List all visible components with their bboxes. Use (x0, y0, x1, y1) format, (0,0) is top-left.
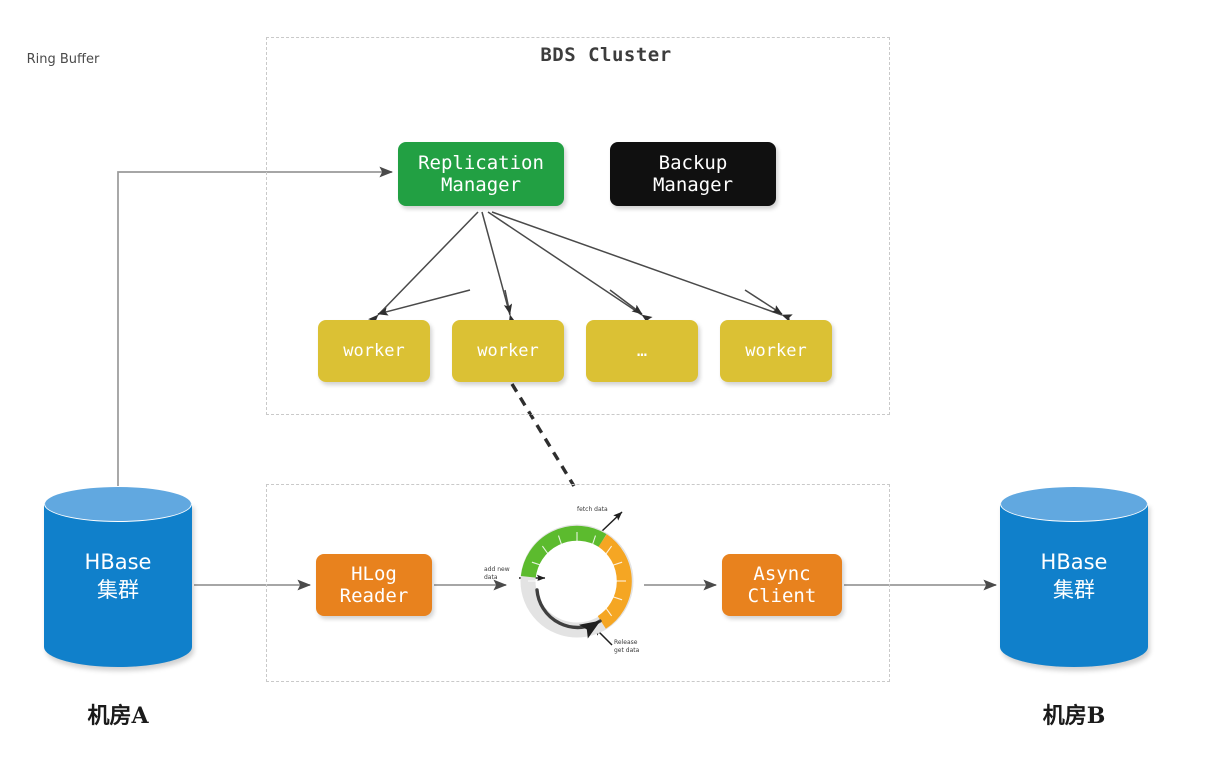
ring-note-release-get-data: Release get data (614, 639, 640, 654)
pipeline-group (266, 484, 890, 682)
edge-replication-manager-to-workers (377, 289, 783, 316)
bds-cluster-title: BDS Cluster (540, 44, 672, 66)
cylinder-body (1000, 503, 1148, 667)
worker-node-1[interactable]: worker (318, 320, 430, 382)
worker-node-4[interactable]: worker (720, 320, 832, 382)
ring-buffer-diagram (520, 524, 634, 639)
hlog-reader-node[interactable]: HLog Reader (316, 554, 432, 616)
ring-note-fetch-data: fetch data (577, 506, 608, 513)
edge-hbase-a-to-replication-manager (117, 166, 394, 500)
cylinder-body (44, 503, 192, 667)
replication-manager-node[interactable]: Replication Manager (398, 142, 564, 206)
cylinder-top (44, 486, 192, 522)
bds-cluster-group (266, 37, 890, 415)
ring-buffer-label: Ring Buffer (26, 52, 100, 67)
hbase-cluster-b-label: HBase 集群 (1040, 550, 1108, 603)
ring-note-add-new-data: add new data (484, 566, 510, 581)
worker-node-2[interactable]: worker (452, 320, 564, 382)
hbase-cluster-b[interactable]: HBase 集群 (1000, 486, 1148, 684)
room-label-a: 机房A (87, 703, 149, 729)
room-label-b: 机房B (1042, 703, 1106, 729)
edge-worker-to-pipeline (510, 383, 576, 487)
edge-workers-to-replication-manager (368, 211, 793, 326)
async-client-node[interactable]: Async Client (722, 554, 842, 616)
backup-manager-node[interactable]: Backup Manager (610, 142, 776, 206)
hbase-cluster-a[interactable]: HBase 集群 (44, 486, 192, 684)
cylinder-top (1000, 486, 1148, 522)
hbase-cluster-a-label: HBase 集群 (84, 550, 152, 603)
worker-node-ellipsis[interactable]: … (586, 320, 698, 382)
